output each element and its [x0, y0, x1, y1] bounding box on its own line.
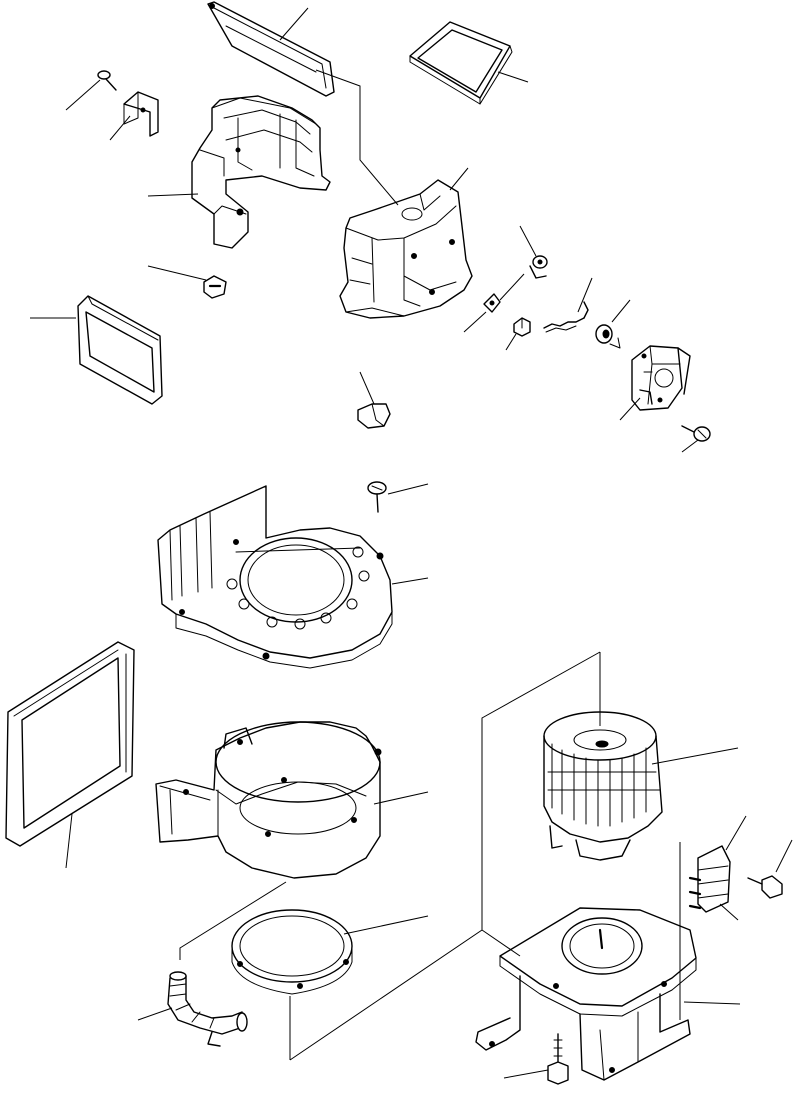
case-screw [367, 481, 429, 513]
leader-blower-frame [289, 651, 601, 1061]
leader-mounting-bracket [683, 1001, 741, 1005]
leader-resistor-screw [775, 839, 793, 873]
leader-upper-case-right [449, 167, 469, 191]
lever-clip [357, 371, 391, 429]
leader-case-screw [387, 483, 429, 495]
leader-drive-nut [505, 333, 517, 351]
leader-actuator-motor [619, 397, 641, 421]
upper-case-right [339, 167, 473, 319]
resistor [679, 815, 747, 1020]
fan-case-lower [155, 721, 429, 879]
resistor-screw [747, 839, 793, 899]
leader-drain-hose [137, 1007, 173, 1021]
leader-duct-to-case [315, 69, 399, 206]
fan-ring-seal [231, 909, 429, 1060]
square-seal-ring [409, 21, 529, 105]
leader-fan-ring-seal [343, 915, 429, 935]
leader-upper-case-left [147, 193, 199, 197]
mounting-bracket [475, 907, 741, 1081]
drive-nut [505, 317, 531, 351]
link-rod-shaft [499, 273, 525, 301]
upper-case-left [147, 95, 331, 249]
leader-resistor-terminal [719, 903, 739, 921]
leader-top-duct-seal [279, 7, 309, 41]
resistor-terminal [719, 903, 739, 921]
leader-hose-up [179, 881, 287, 960]
leader-nut-clip [147, 265, 207, 281]
leader-bracket-link [481, 929, 521, 957]
top-duct-seal [207, 1, 399, 206]
leader-small-bushing [519, 225, 537, 257]
screw-top-left [65, 70, 117, 111]
drain-hose [137, 881, 287, 1047]
leader-fan-case-upper [391, 577, 429, 585]
filter-seal-frame [30, 295, 163, 405]
leader-fan-case-lower [373, 791, 429, 805]
leader-bracket-bolt [503, 1069, 549, 1079]
fan-case-upper [157, 485, 429, 669]
leader-actuator-screw [681, 439, 699, 453]
leader-blower-motor-fan [651, 747, 739, 765]
link-rod [463, 273, 525, 333]
bracket-bolt [503, 1033, 569, 1085]
leader-screw-top-left [65, 79, 101, 111]
leader-side-gasket-frame [65, 813, 73, 869]
leader-lever-clip [359, 371, 375, 405]
actuator-screw [681, 425, 711, 453]
leader-clip-bracket [109, 115, 131, 141]
actuator-motor [619, 345, 691, 421]
leader-drive-spring [577, 277, 593, 313]
leader-square-seal-ring [497, 71, 529, 83]
leader-bushing-washer [611, 299, 631, 323]
small-bushing [519, 225, 548, 279]
clip-bracket [109, 91, 159, 141]
leader-link-rod [463, 311, 487, 333]
drive-spring [543, 277, 593, 333]
blower-motor-fan [289, 651, 739, 1061]
nut-clip [147, 265, 227, 299]
leader-resistor [725, 815, 747, 851]
bushing-washer [595, 299, 631, 349]
side-gasket-frame [5, 641, 135, 869]
